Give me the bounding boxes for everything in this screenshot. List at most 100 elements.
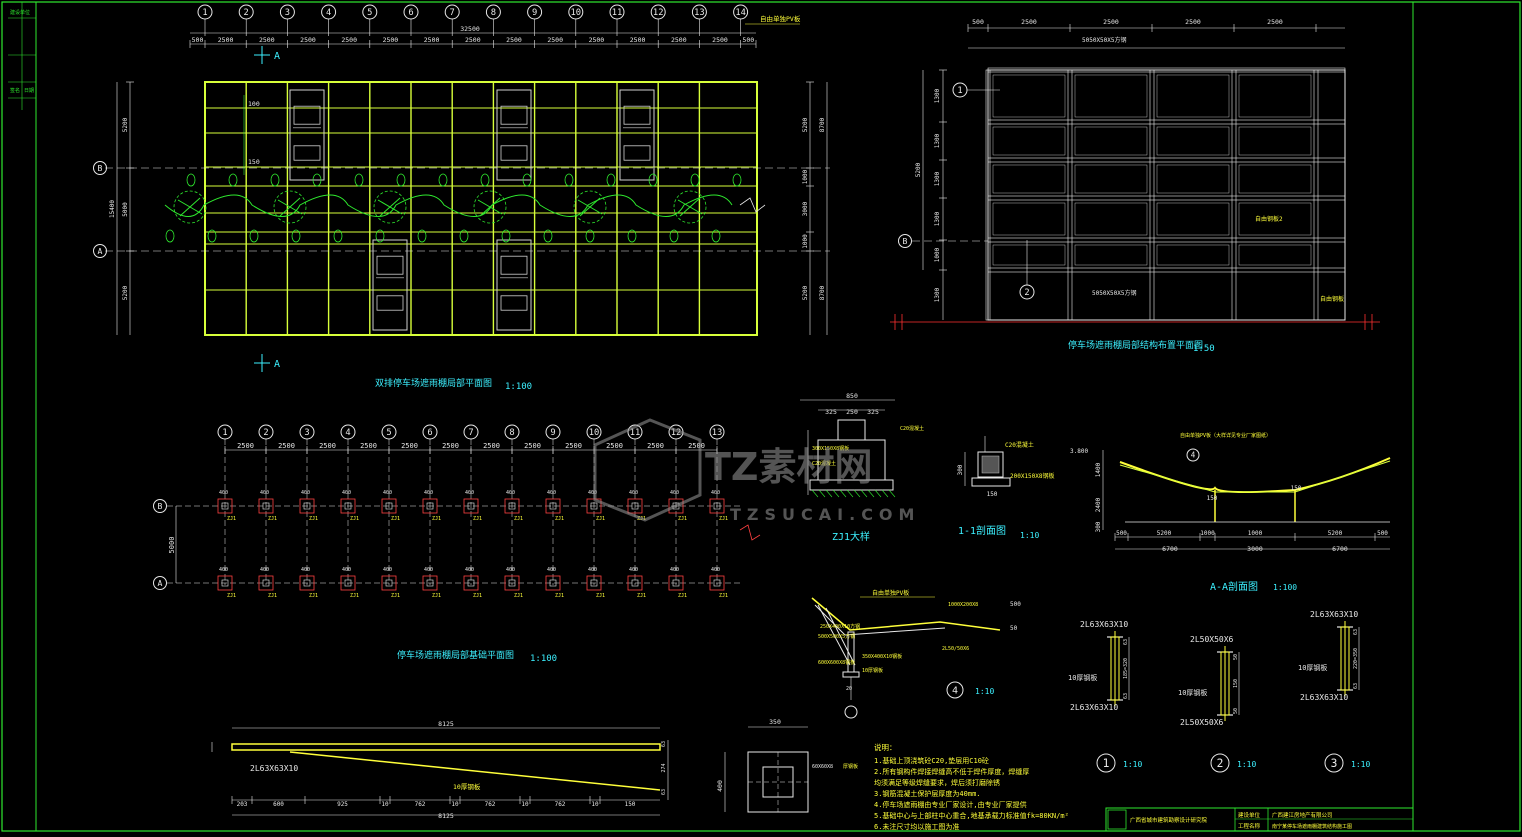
plan2-beam-v — [1149, 69, 1155, 321]
column-dimside: 400 — [716, 780, 724, 792]
foundation-pier — [381, 575, 397, 591]
foundation-pier-label: ZJ1 — [432, 593, 441, 599]
foundation-column — [508, 502, 516, 510]
plan1-car-3 — [372, 239, 408, 331]
truss-label-0: 2L63X63X10 — [250, 764, 298, 773]
plan1-shrub — [375, 229, 385, 243]
plan2-beam-h — [987, 267, 1346, 273]
plan2-note1: 自由钢板2 — [1255, 215, 1283, 223]
foundation-dim-7: 2500 — [524, 442, 541, 450]
foundation-axis-1-text: 1 — [222, 428, 227, 438]
foundation-pier-dim: 400 — [260, 490, 269, 496]
detail3-dim-0: 63 — [1353, 629, 1359, 635]
foundation-pier-dim: 400 — [670, 567, 679, 573]
foundation-pier — [709, 575, 725, 591]
plan2-panel — [1156, 74, 1230, 118]
foundation-column — [549, 579, 557, 587]
plan2-panel — [1238, 74, 1312, 118]
plan2-panel — [1156, 126, 1230, 156]
plan1-shrub — [711, 229, 721, 243]
plan1-totaldim: 32500 — [460, 25, 480, 33]
foundation-pier-dim: 400 — [219, 567, 228, 573]
plan1-title: 双排停车场遮雨棚局部平面图 — [375, 377, 492, 389]
foundation-column — [508, 579, 516, 587]
plan1-shrub — [396, 173, 406, 187]
foundation-column — [344, 579, 352, 587]
plan1-shrub — [291, 229, 301, 243]
plan1-axis-11-text: 11 — [612, 8, 623, 18]
plan1-axis-13-text: 13 — [694, 8, 705, 18]
foundation-pier-dim: 400 — [629, 567, 638, 573]
foundation-axis-8-text: 8 — [509, 428, 514, 438]
plan1-car-4-windshield — [500, 255, 528, 275]
titleblock-client: 广西建江房地产有限公司 — [1272, 811, 1333, 819]
foundation-pier-dim: 400 — [547, 567, 556, 573]
plan2-topdim-3: 2500 — [1185, 18, 1201, 26]
foundation-pier — [258, 498, 274, 514]
plan1-smalldim-0: 100 — [248, 100, 260, 108]
foundation-column — [467, 502, 475, 510]
section11-plate: 200X150X8钢板 — [1010, 472, 1055, 480]
plan1-scale: 1:100 — [505, 382, 532, 392]
detail2-top: 2L50X50X6 — [1190, 635, 1234, 644]
foundation-pier — [463, 575, 479, 591]
plan1-tree-branch — [279, 197, 301, 217]
detail4-anchor-circle — [844, 705, 858, 719]
zj1-title: ZJ1大样 — [832, 530, 870, 543]
plan1-topdim: 2500 — [300, 36, 316, 44]
foundation-column — [303, 502, 311, 510]
plan1-axis-3-text: 3 — [285, 8, 290, 18]
foundation-pier-dim: 400 — [670, 490, 679, 496]
plan1-shrub — [480, 173, 490, 187]
plan2-beam-v — [1231, 69, 1237, 321]
plan1-shrub — [585, 229, 595, 243]
detail4-roofline — [811, 597, 1001, 631]
plan2-panel — [992, 126, 1066, 156]
detail4-bubble-text: 4 — [952, 686, 958, 697]
foundation-pier-dim: 400 — [465, 490, 474, 496]
foundation-pier-label: ZJ1 — [227, 593, 236, 599]
foundation-axis-2-text: 2 — [263, 428, 268, 438]
foundation-pier-label: ZJ1 — [350, 516, 359, 522]
plan1-topdim: 500 — [192, 36, 204, 44]
notes-line-2: 均须满足等级焊缝要求，焊后须打磨除锈 — [874, 778, 1000, 787]
plan1-shrub — [606, 173, 616, 187]
plan2-beam-v — [1313, 69, 1319, 321]
detail2-dim-2: 50 — [1233, 708, 1239, 714]
titleblock-project-label: 工程名称 — [1238, 822, 1261, 830]
plan1-axis-14-text: 14 — [735, 8, 746, 18]
foundation-pier-label: ZJ1 — [391, 516, 400, 522]
plan2-row-B-circle — [898, 234, 912, 248]
detail2-plate: 10厚钢板 — [1178, 688, 1207, 697]
plan1-shrub — [207, 229, 217, 243]
plan2-panel — [1074, 244, 1148, 266]
sectionAA-note: 自由单独PV板（大样详见专业厂家图纸） — [1180, 432, 1271, 439]
titleblock-client-label: 建设单位 — [1238, 811, 1261, 819]
truss-label-1: 10厚钢板 — [453, 782, 481, 791]
plan1-tree-crown — [273, 190, 307, 224]
foundation-pier — [422, 498, 438, 514]
plan1-tree-path — [164, 194, 733, 217]
detail1-top: 2L63X63X10 — [1080, 620, 1128, 629]
foundation-column — [221, 502, 229, 510]
plan1-car-3-rearwindow — [376, 295, 404, 311]
plan1-axis-8-text: 8 — [491, 8, 496, 18]
foundation-pier-dim: 400 — [383, 490, 392, 496]
foundation-pier-dim: 400 — [588, 567, 597, 573]
plan1-topdim: 2500 — [547, 36, 563, 44]
detail2-bottom: 2L50X50X6 — [1180, 718, 1224, 727]
plan2-outline — [987, 69, 1346, 321]
foundation-pier-label: ZJ1 — [432, 516, 441, 522]
foundation-pier-label: ZJ1 — [268, 516, 277, 522]
foundation-column — [344, 502, 352, 510]
foundation-pier-dim: 400 — [588, 490, 597, 496]
foundation-column — [631, 579, 639, 587]
plan1-shrub — [543, 229, 553, 243]
zj1-note-1: 300X150X8钢板 — [812, 445, 849, 452]
plan2-panel — [992, 202, 1066, 236]
foundation-column — [672, 579, 680, 587]
foundation-title: 停车场遮雨棚局部基础平面图 — [397, 649, 514, 661]
plan2-panel — [1238, 202, 1312, 236]
